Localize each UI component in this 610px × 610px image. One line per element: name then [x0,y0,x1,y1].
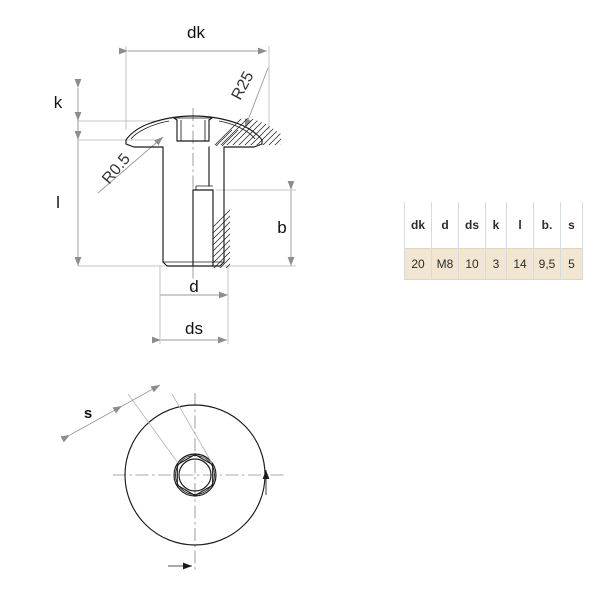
table-cell-s: 5 [560,248,583,280]
table-cell-k: 3 [485,248,507,280]
table-cell-dk: 20 [404,248,432,280]
leader-r05 [97,136,164,194]
dimension-ds [152,266,229,344]
table-cell-l: 14 [506,248,534,280]
table-row: 20 M8 10 3 14 9,5 5 [404,248,583,280]
table-cell-ds: 10 [458,248,486,280]
table-cell-d: M8 [431,248,459,280]
label-k: k [54,93,63,112]
leader-r25 [244,67,269,129]
table-header-dk: dk [404,202,432,249]
socket-chamfer-circle [175,455,215,495]
socket-bore-circle [178,458,212,492]
table-header-ds: ds [458,202,486,249]
label-r05: R0.5 [99,151,134,188]
label-l: l [56,193,60,212]
table-header-s: s [560,202,583,249]
table-header-l: l [506,202,534,249]
table-header-row: dk d ds k l b. s [404,202,583,249]
label-s: s [84,405,92,422]
label-r25: R25 [229,69,258,103]
table-header-d: d [431,202,459,249]
table-header-b: b. [533,202,561,249]
label-d: d [189,277,198,296]
table-header-k: k [485,202,507,249]
label-ds: ds [185,319,203,338]
hexagon-socket [176,453,214,497]
dimension-k [74,79,160,141]
label-dk: dk [187,23,205,42]
table-cell-b: 9,5 [533,248,561,280]
dimension-l [74,112,165,267]
dimension-b [216,181,296,267]
dimension-table: dk d ds k l b. s 20 M8 10 3 14 9,5 5 [404,202,583,280]
label-b: b [277,218,286,237]
dimension-dk [119,46,270,130]
screw-section-geometry [125,115,281,268]
plan-view-geometry [60,384,285,570]
